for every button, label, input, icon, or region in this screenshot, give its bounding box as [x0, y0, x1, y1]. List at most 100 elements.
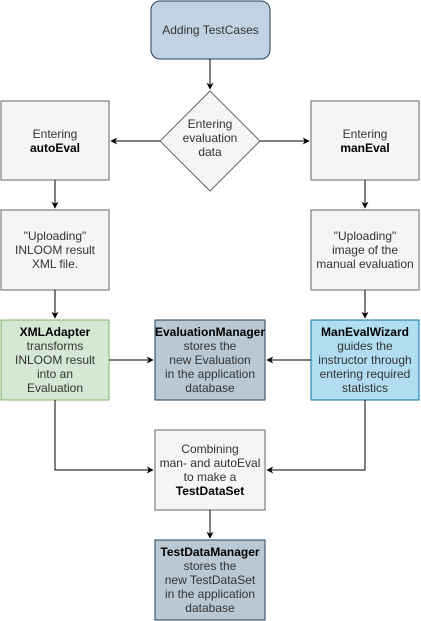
node-text-run: database	[185, 601, 235, 615]
edge-xml-adapter-to-combine	[54, 400, 154, 474]
evaluation-manager-node-shape	[154, 319, 266, 401]
testdata-manager-node-shape	[154, 539, 266, 621]
node-text-run: instructor through	[318, 353, 412, 367]
node-text-line: INLOOM result	[15, 243, 95, 257]
node-text-line: new TestDataSet	[160, 573, 259, 587]
man-eval-wizard-node-shape	[310, 319, 420, 401]
node-text-line: "Uploading"	[15, 229, 95, 243]
node-text-run: Combining	[181, 442, 239, 456]
node-text-bold: TestDataSet	[175, 484, 245, 498]
node-text-run: database	[185, 381, 235, 395]
xml-adapter-node-shape	[0, 319, 110, 401]
node-text-line: Adding TestCases	[162, 23, 259, 37]
node-text-line: TestDataManager	[160, 545, 259, 559]
node-text-run: to make a	[183, 470, 237, 484]
node-text-line: XML file.	[15, 257, 95, 271]
node-text-line: instructor through	[318, 353, 411, 367]
node-text-line: new Evaluation	[155, 353, 265, 367]
node-text-line: XMLAdapter	[15, 325, 95, 339]
node-text-line: manual evaluation	[316, 257, 413, 271]
node-text-line: ManEvalWizard	[318, 325, 411, 339]
node-text-run: Entering	[187, 117, 233, 131]
node-text-line: Evaluation	[15, 381, 95, 395]
node-text-bold: ManEvalWizard	[321, 325, 409, 339]
node-text-run: into an	[36, 367, 73, 381]
node-text-run: in the application	[164, 587, 256, 601]
node-text-run: Entering	[342, 126, 388, 141]
node-text-bold: TestDataManager	[160, 545, 260, 559]
node-text-line: INLOOM result	[15, 353, 95, 367]
node-text-line: man- and autoEval	[160, 456, 261, 470]
node-text-line: EvaluationManager	[155, 325, 265, 339]
node-text-line: Combining	[160, 442, 261, 456]
node-text-line: transforms	[15, 339, 95, 353]
node-text-bold: autoEval	[29, 140, 80, 155]
node-text-line: in the application	[155, 367, 265, 381]
node-text-line: data	[160, 145, 260, 159]
node-text-line: image of the	[316, 243, 413, 257]
node-text-line: "Uploading"	[316, 229, 413, 243]
node-text-run: transforms	[26, 339, 84, 353]
decision-node-shape	[159, 90, 261, 192]
enter-man-node-shape	[310, 100, 420, 181]
node-text-run: stores the	[183, 339, 237, 353]
node-text-run: entering required	[319, 367, 411, 381]
node-text-run: new TestDataSet	[164, 573, 256, 587]
node-text-line: into an	[15, 367, 95, 381]
node-text-line: autoEval	[30, 141, 80, 155]
node-text-line: entering required	[318, 367, 411, 381]
edge-wizard-to-combine	[266, 400, 366, 474]
node-text-run: INLOOM result	[14, 243, 95, 257]
node-text-line: Entering	[340, 127, 389, 141]
node-text-line: in the application	[160, 587, 259, 601]
node-text-line: stores the	[160, 559, 259, 573]
node-text-run: Entering	[32, 126, 78, 141]
node-text-run: manual evaluation	[316, 257, 414, 271]
node-text-run: evaluation	[182, 131, 238, 145]
node-text-bold: XMLAdapter	[19, 325, 91, 339]
node-text-run: image of the	[331, 243, 399, 257]
node-text-line: guides the	[318, 339, 411, 353]
node-text-line: stores the	[155, 339, 265, 353]
node-text-run: Evaluation	[26, 381, 84, 395]
node-text-bold: EvaluationManager	[154, 325, 266, 339]
node-text-line: manEval	[340, 141, 389, 155]
node-text-bold: manEval	[340, 140, 390, 155]
node-text-run: in the application	[164, 367, 256, 381]
node-text-run: stores the	[183, 559, 237, 573]
node-text-run: INLOOM result	[14, 353, 95, 367]
node-text-line: Entering	[30, 127, 80, 141]
node-text: Adding TestCases	[162, 23, 259, 37]
node-text-run: new Evaluation	[169, 353, 251, 367]
node-text-line: evaluation	[160, 131, 260, 145]
node-text-run: statistics	[341, 381, 388, 395]
node-text-line: to make a	[160, 470, 261, 484]
node-text-run: XML file.	[31, 257, 79, 271]
node-text-line: statistics	[318, 381, 411, 395]
upload-xml-node-shape	[0, 209, 110, 291]
enter-auto-node-shape	[0, 100, 110, 181]
combine-node-shape	[154, 429, 266, 511]
node-text-run: data	[198, 145, 222, 159]
